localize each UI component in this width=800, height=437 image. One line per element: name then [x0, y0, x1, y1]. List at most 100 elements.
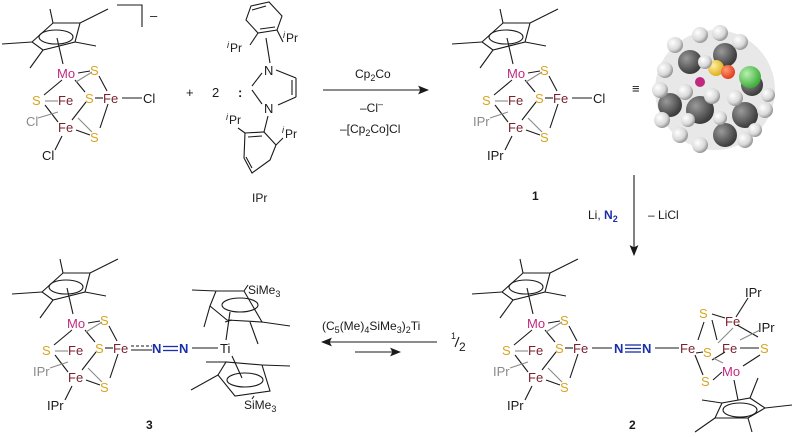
fe-atom: Fe — [725, 314, 740, 329]
nitrogen-atom: N — [264, 63, 273, 78]
cl-atom-back: Cl — [26, 114, 38, 129]
fe-atom: Fe — [553, 91, 568, 106]
s-atom: S — [701, 374, 710, 389]
ipr-carbene: i Pr i Pr N : N i Pr i Pr IPr — [226, 1, 298, 205]
ipr-ligand: IPr — [487, 148, 504, 163]
s-atom: S — [90, 63, 99, 78]
step1-arrow-group: Cp2Co –Cl– –[Cp2Co]Cl — [323, 67, 430, 138]
ipr-prefix: i — [283, 30, 286, 40]
mo-atom: Mo — [722, 364, 740, 379]
equivalence-symbol: ≡ — [632, 81, 640, 96]
ipr-group: Pr — [285, 127, 297, 141]
step1-reagent: Cp2Co — [355, 67, 391, 83]
compound-1-label: 1 — [532, 189, 539, 203]
compound-1: Mo S S Fe S Fe Cl IPr Fe S IPr 1 ≡ — [451, 8, 640, 203]
cp-star-ring — [1, 8, 109, 69]
ipr-ligand-back: IPr — [473, 114, 490, 129]
step3-equilibrium: (C5(Me)4SiMe3)2Ti 1 2 — [320, 319, 466, 357]
mo-atom: Mo — [67, 316, 85, 331]
ipr-prefix: i — [226, 112, 229, 122]
ipr-ligand: IPr — [758, 320, 775, 335]
ipr-ligand-back: IPr — [493, 364, 510, 379]
compound-2-label: 2 — [629, 418, 636, 432]
s-atom: S — [482, 93, 491, 108]
carbene-lone-pair: : — [238, 85, 242, 100]
cp-ring — [209, 290, 263, 323]
fe-atom: Fe — [508, 93, 523, 108]
fe-atom: Fe — [573, 341, 588, 356]
s-atom: S — [699, 306, 708, 321]
s-atom: S — [535, 91, 544, 106]
ipr-coefficient: 2 — [212, 85, 219, 100]
fe-atom: Fe — [722, 341, 737, 356]
compound-3: Mo S S Fe S Fe IPr Fe S IPr N N Ti SiMe3 — [11, 258, 291, 432]
ipr-label: IPr — [252, 191, 267, 205]
step1-byproduct-chloride: –Cl– — [360, 99, 383, 115]
fe-atom: Fe — [68, 370, 83, 385]
step1-byproduct-cobaltocenium: –[Cp2Co]Cl — [340, 122, 400, 138]
s-atom: S — [560, 313, 569, 328]
cluster-bonds — [37, 70, 142, 151]
s-atom: S — [540, 63, 549, 78]
charge-bracket — [117, 4, 143, 27]
mo-atom: Mo — [57, 66, 75, 81]
s-atom: S — [100, 380, 109, 395]
sime3-label: SiMe3 — [248, 283, 280, 299]
fe-atom: Fe — [58, 93, 73, 108]
mo-atom: Mo — [527, 316, 545, 331]
n-atom: N — [179, 341, 188, 356]
ipr-group: Pr — [230, 41, 242, 55]
step2-byproduct: – LiCl — [648, 208, 679, 222]
s-atom: S — [540, 130, 549, 145]
compound-3-label: 3 — [146, 418, 153, 432]
fe-atom: Fe — [103, 91, 118, 106]
ipr-ligand: IPr — [745, 285, 762, 300]
ipr-prefix: i — [227, 40, 230, 50]
n-atom: N — [152, 341, 161, 356]
cl-atom: Cl — [593, 91, 605, 106]
anion-charge: – — [150, 8, 158, 23]
step3-reagent: (C5(Me)4SiMe3)2Ti — [322, 319, 420, 335]
ipr-ligand: IPr — [47, 398, 64, 413]
starting-anion: Mo S S Fe S Fe Cl Cl Fe S Cl – — [1, 4, 158, 163]
fe-atom: Fe — [113, 341, 128, 356]
s-atom: S — [703, 345, 712, 360]
s-atom: S — [502, 343, 511, 358]
fe-atom: Fe — [68, 343, 83, 358]
s-atom: S — [42, 343, 51, 358]
fe-atom: Fe — [58, 120, 73, 135]
s-atom: S — [760, 341, 769, 356]
step2-arrow-group: Li, N2 – LiCl — [588, 175, 679, 257]
s-atom: S — [85, 91, 94, 106]
fraction-numerator: 1 — [451, 331, 456, 341]
fe-atom: Fe — [528, 370, 543, 385]
ipr-ligand: IPr — [507, 398, 524, 413]
sime3-label: SiMe3 — [244, 398, 276, 414]
s-atom: S — [95, 341, 104, 356]
ti-atom: Ti — [220, 341, 230, 356]
fraction-denominator: 2 — [459, 340, 466, 354]
mo-atom: Mo — [507, 66, 525, 81]
n-atom: N — [642, 341, 651, 356]
fe-atom: Fe — [528, 343, 543, 358]
s-atom: S — [90, 130, 99, 145]
s-atom: S — [100, 313, 109, 328]
ipr-group: Pr — [229, 113, 241, 127]
fe-atom: Fe — [508, 120, 523, 135]
cp-ring — [217, 361, 271, 397]
fe-atom: Fe — [680, 341, 695, 356]
plus-sign: + — [186, 85, 194, 100]
cl-atom: Cl — [143, 91, 155, 106]
n-atom: N — [614, 341, 623, 356]
ipr-group: Pr — [286, 31, 298, 45]
s-atom: S — [32, 93, 41, 108]
s-atom: S — [560, 380, 569, 395]
space-filling-model — [652, 25, 775, 153]
s-atom: S — [555, 341, 564, 356]
ipr-prefix: i — [282, 125, 285, 135]
nitrogen-atom: N — [264, 101, 273, 116]
cl-atom: Cl — [42, 148, 54, 163]
compound-2: Mo S S Fe S Fe IPr Fe S IPr N N Fe S Fe … — [471, 258, 793, 433]
ipr-ligand-back: IPr — [33, 364, 50, 379]
